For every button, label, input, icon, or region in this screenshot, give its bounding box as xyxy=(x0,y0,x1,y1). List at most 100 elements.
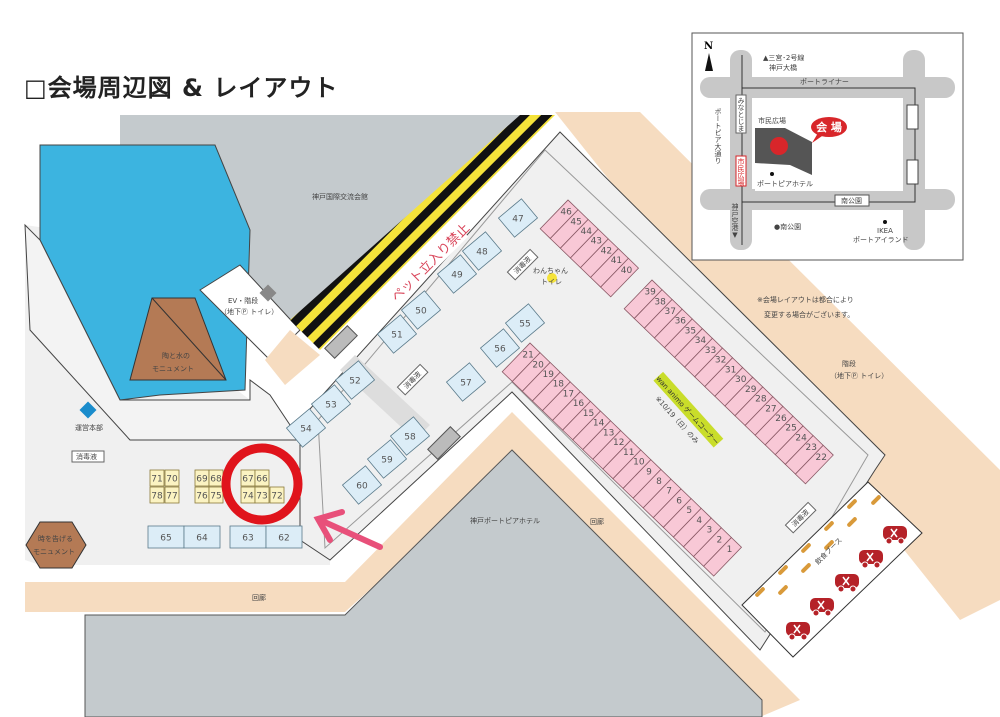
minimap-shimin-station: 市民広場 xyxy=(737,157,745,187)
stall-number: 13 xyxy=(603,428,614,438)
stall-number: 10 xyxy=(633,458,645,468)
minimap-portopia-street: ポートピア大通り xyxy=(714,108,722,164)
stall-number: 67 xyxy=(242,475,253,485)
stall-67[interactable]: 67 xyxy=(240,469,256,487)
stall-number: 7 xyxy=(666,487,672,497)
stall-number: 60 xyxy=(356,482,368,492)
label-clock-monument-2: モニュメント xyxy=(33,548,75,556)
stall-59[interactable]: 59 xyxy=(366,439,408,479)
minimap-shimin-hiroba: 市民広場 xyxy=(758,116,786,125)
stall-75[interactable]: 75 xyxy=(208,486,224,504)
stall-55[interactable]: 55 xyxy=(504,303,546,343)
clock-monument xyxy=(25,521,87,569)
stall-72[interactable]: 72 xyxy=(269,486,285,504)
stall-22[interactable]: 22 xyxy=(794,444,834,485)
stall-number: 52 xyxy=(349,377,360,387)
stall-number: 50 xyxy=(415,307,427,317)
label-hq: 運営本部 xyxy=(75,423,103,432)
stall-number: 21 xyxy=(522,351,533,361)
stall-number: 38 xyxy=(654,297,666,307)
stall-number: 40 xyxy=(621,266,633,276)
stall-number: 55 xyxy=(519,319,530,329)
stall-number: 39 xyxy=(644,288,656,298)
stall-48[interactable]: 48 xyxy=(461,231,503,271)
stall-number: 6 xyxy=(676,496,682,506)
stall-69[interactable]: 69 xyxy=(194,469,210,487)
stall-number: 14 xyxy=(593,419,605,429)
stall-63[interactable]: 63 xyxy=(229,525,267,549)
stall-53[interactable]: 53 xyxy=(310,384,352,424)
stall-58[interactable]: 58 xyxy=(389,416,431,456)
stall-66[interactable]: 66 xyxy=(254,469,270,487)
stall-74[interactable]: 74 xyxy=(240,486,256,504)
stall-1[interactable]: 1 xyxy=(703,536,743,577)
stall-71[interactable]: 71 xyxy=(149,469,165,487)
bone-icon xyxy=(824,521,834,531)
layout-note-1: ※会場レイアウトは都合により xyxy=(757,295,854,304)
stall-70[interactable]: 70 xyxy=(164,469,180,487)
stall-57[interactable]: 57 xyxy=(445,362,487,402)
stall-number: 16 xyxy=(573,399,585,409)
stall-number: 1 xyxy=(727,545,733,555)
stall-51[interactable]: 51 xyxy=(376,314,418,354)
label-ev-stairs: EV・階段 xyxy=(228,296,258,305)
stall-number: 76 xyxy=(196,492,208,502)
stall-number: 59 xyxy=(381,456,393,466)
stall-50[interactable]: 50 xyxy=(400,290,442,330)
hq-icon xyxy=(79,401,97,419)
stall-number: 2 xyxy=(717,535,723,545)
stall-number: 57 xyxy=(460,379,471,389)
stall-64[interactable]: 64 xyxy=(183,525,221,549)
stall-47[interactable]: 47 xyxy=(497,198,539,238)
stall-number: 45 xyxy=(570,217,581,227)
hotel-building xyxy=(84,449,763,717)
stall-78[interactable]: 78 xyxy=(149,486,165,504)
stall-62[interactable]: 62 xyxy=(265,525,303,549)
stall-number: 64 xyxy=(196,534,208,544)
stall-40[interactable]: 40 xyxy=(600,257,640,298)
minimap-minatojima: みなとじま xyxy=(737,97,745,132)
stall-number: 37 xyxy=(665,307,676,317)
stall-number: 36 xyxy=(675,317,687,327)
stall-73[interactable]: 73 xyxy=(254,486,270,504)
stall-number: 71 xyxy=(151,475,162,485)
minimap-port-island: ポートアイランド xyxy=(853,236,909,244)
stairs-block-1 xyxy=(324,325,358,359)
stall-number: 30 xyxy=(735,375,747,385)
stall-number: 41 xyxy=(611,256,622,266)
stall-number: 44 xyxy=(581,227,593,237)
stall-number: 9 xyxy=(646,467,652,477)
stall-76[interactable]: 76 xyxy=(194,486,210,504)
stall-number: 70 xyxy=(166,475,178,485)
stall-68[interactable]: 68 xyxy=(208,469,224,487)
label-hotel: 神戸ポートピアホテル xyxy=(470,516,540,525)
stall-number: 25 xyxy=(785,424,796,434)
stall-number: 11 xyxy=(623,448,634,458)
label-corridor-1: 回廊 xyxy=(590,517,604,526)
stall-number: 51 xyxy=(391,331,402,341)
area-minimap: 会 場 N ▲三宮･2号線 神戸大橋 ポートライナー みなとじま ポートピア大通… xyxy=(691,32,964,261)
stall-number: 29 xyxy=(745,385,757,395)
stall-number: 26 xyxy=(775,414,787,424)
stall-number: 56 xyxy=(494,345,506,355)
stall-number: 78 xyxy=(151,492,163,502)
stall-49[interactable]: 49 xyxy=(436,254,478,294)
stall-number: 8 xyxy=(656,477,662,487)
tan-walkway-bottom xyxy=(25,412,800,717)
stall-65[interactable]: 65 xyxy=(147,525,185,549)
stall-52[interactable]: 52 xyxy=(334,360,376,400)
label-exchange-hall: 神戸国際交流会館 xyxy=(312,192,368,201)
stall-54[interactable]: 54 xyxy=(285,408,327,448)
label-stairs: 階段 xyxy=(842,359,856,368)
label-ev-sub: （地下Ⓟ トイレ） xyxy=(220,307,278,316)
bone-icon xyxy=(847,517,857,527)
stall-56[interactable]: 56 xyxy=(479,328,521,368)
minimap-kobe-bridge: 神戸大橋 xyxy=(769,63,797,72)
stall-60[interactable]: 60 xyxy=(341,465,383,505)
bone-icon xyxy=(847,499,857,509)
stall-77[interactable]: 77 xyxy=(164,486,180,504)
label-stairs-sub: （地下Ⓟ トイレ） xyxy=(830,371,888,380)
